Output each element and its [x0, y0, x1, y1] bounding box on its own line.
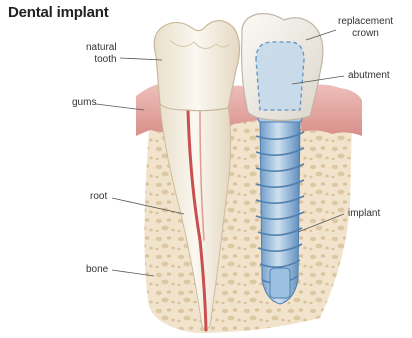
label-gums: gums [72, 97, 96, 109]
label-replacement-crown-line2: crown [338, 28, 393, 40]
label-replacement-crown-line1: replacement [338, 16, 393, 28]
abutment [256, 42, 304, 110]
label-natural-tooth-line1: natural [86, 42, 117, 54]
label-natural-tooth: natural tooth [86, 42, 117, 66]
diagram-title: Dental implant [8, 4, 109, 21]
label-implant: implant [348, 208, 380, 220]
label-root: root [90, 191, 107, 203]
label-replacement-crown: replacement crown [338, 16, 393, 40]
label-natural-tooth-line2: tooth [86, 54, 117, 66]
label-abutment: abutment [348, 70, 390, 82]
implant-screw [256, 118, 304, 304]
natural-tooth-crown [154, 20, 239, 110]
label-bone: bone [86, 264, 108, 276]
